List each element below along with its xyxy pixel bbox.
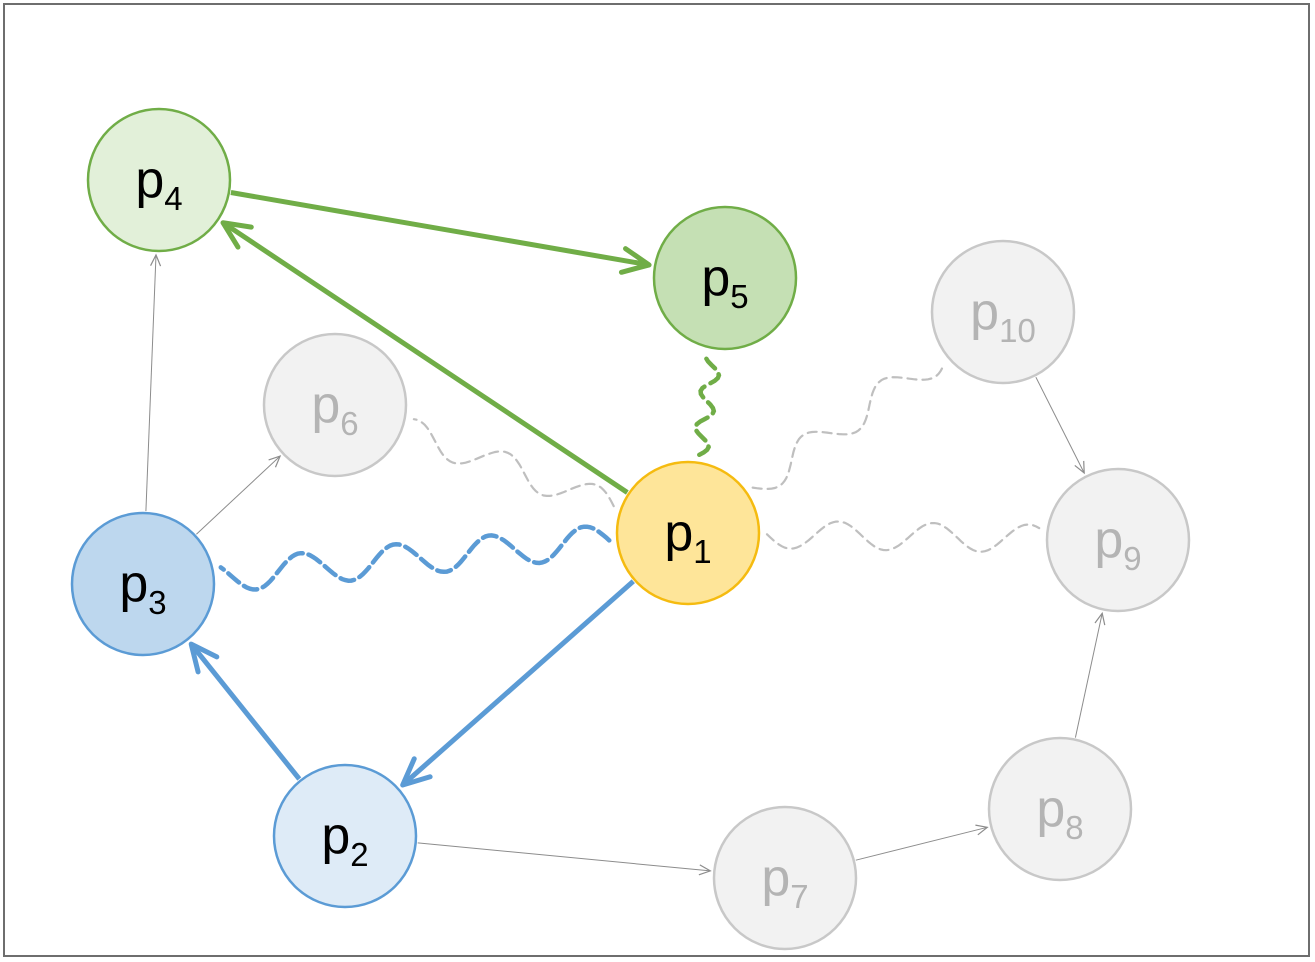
node-label-subscript: 9 — [1123, 540, 1141, 577]
node-label-subscript: 8 — [1065, 809, 1083, 846]
node-circle — [272, 763, 418, 909]
node-p1: p1 — [615, 460, 761, 606]
node-p7: p7 — [712, 805, 858, 951]
node-circle — [987, 736, 1133, 882]
node-label: p5 — [701, 249, 748, 315]
node-circle — [712, 805, 858, 951]
node-label: p7 — [761, 849, 808, 915]
edge-p8-p9 — [1074, 611, 1106, 738]
node-circle — [262, 332, 408, 478]
node-label-base: p — [119, 555, 148, 613]
node-label-base: p — [311, 376, 340, 434]
node-label-subscript: 5 — [730, 278, 748, 315]
node-label: p4 — [135, 151, 182, 217]
node-label-subscript: 2 — [350, 836, 368, 873]
node-label: p6 — [311, 376, 358, 442]
node-label: p1 — [664, 504, 711, 570]
node-p5: p5 — [652, 205, 798, 351]
link-p1-p3 — [218, 524, 612, 592]
link-p1-p6 — [412, 418, 615, 508]
node-label-subscript: 1 — [693, 533, 711, 570]
link-p1-p5 — [692, 352, 722, 458]
node-circle — [1045, 467, 1191, 613]
link-p1-p10 — [751, 363, 945, 490]
edge-p4-p5 — [230, 190, 652, 275]
node-label: p10 — [970, 283, 1036, 349]
node-label-base: p — [761, 849, 790, 907]
node-label: p9 — [1094, 511, 1141, 577]
node-label-subscript: 4 — [164, 180, 182, 217]
node-p9: p9 — [1045, 467, 1191, 613]
node-label-base: p — [1036, 780, 1065, 838]
edge-p1-p2 — [400, 579, 635, 788]
node-label: p8 — [1036, 780, 1083, 846]
node-p8: p8 — [987, 736, 1133, 882]
link-p1-p9 — [765, 520, 1041, 553]
edge-p10-p9 — [1035, 376, 1085, 475]
node-p10: p10 — [930, 239, 1076, 385]
node-label-base: p — [970, 283, 999, 341]
node-label-subscript: 10 — [999, 312, 1036, 349]
edge-p2-p7 — [417, 842, 712, 876]
node-label-subscript: 3 — [148, 584, 166, 621]
node-label: p2 — [321, 807, 368, 873]
edge-p3-p4 — [145, 253, 162, 512]
node-circle — [86, 107, 232, 253]
node-label-base: p — [321, 807, 350, 865]
node-label-subscript: 6 — [340, 405, 358, 442]
node-circle — [615, 460, 761, 606]
node-label-base: p — [701, 249, 730, 307]
edge-p2-p3 — [188, 641, 302, 781]
edge-p7-p8 — [855, 824, 989, 861]
node-label: p3 — [119, 555, 166, 621]
node-label-base: p — [1094, 511, 1123, 569]
edge-p1-p4 — [220, 220, 629, 495]
node-p4: p4 — [86, 107, 232, 253]
node-circle — [70, 511, 216, 657]
node-label-base: p — [135, 151, 164, 209]
edge-p3-p6 — [196, 455, 282, 535]
node-p6: p6 — [262, 332, 408, 478]
node-circle — [930, 239, 1076, 385]
node-label-base: p — [664, 504, 693, 562]
node-label-subscript: 7 — [790, 878, 808, 915]
node-p3: p3 — [70, 511, 216, 657]
node-p2: p2 — [272, 763, 418, 909]
node-circle — [652, 205, 798, 351]
